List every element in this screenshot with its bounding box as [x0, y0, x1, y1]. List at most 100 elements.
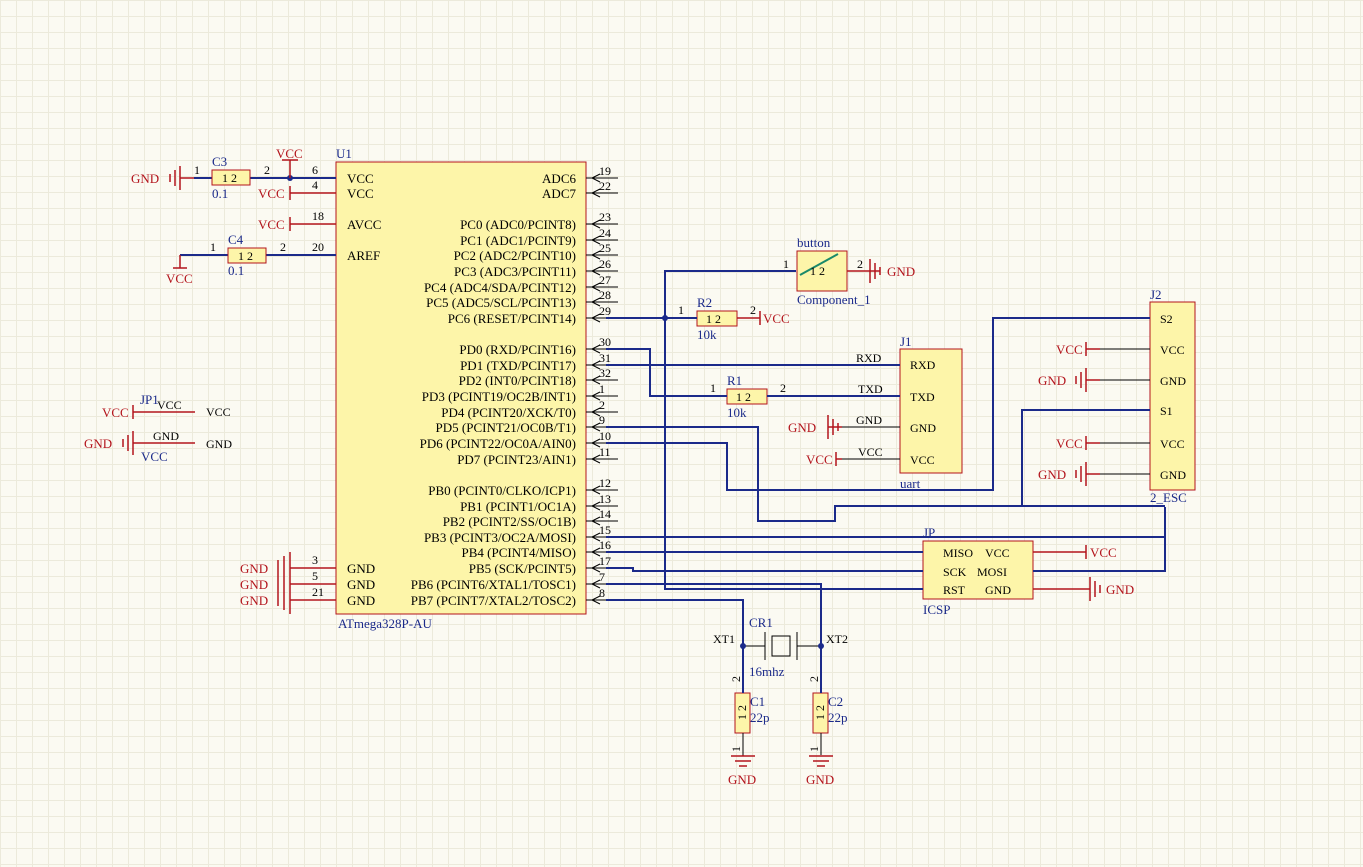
- capacitor-c2[interactable]: 1 2 C2 22p 2 1 GND: [806, 676, 848, 787]
- u1-pin-name: GND: [347, 561, 375, 576]
- u1-pin-name: PC6 (RESET/PCINT14): [448, 311, 576, 326]
- c1-gnd-net: GND: [728, 772, 756, 787]
- u1-pin-arrow: [590, 501, 601, 511]
- u1-pin-number: 22: [599, 179, 611, 193]
- connector-j2-esc[interactable]: J2 2_ESC S2 VCC GND S1 VCC GND VCC GND V…: [1038, 287, 1196, 505]
- u1-pin-number: 4: [312, 178, 318, 192]
- u1-pin-number: 13: [599, 492, 611, 506]
- c1-ref: C1: [750, 694, 765, 709]
- c1-pin2: 2: [729, 676, 743, 682]
- c4-value: 0.1: [228, 263, 244, 278]
- connector-jp1[interactable]: JP1 VCC VCC VCC GND GND GND VCC: [84, 392, 232, 464]
- u1-pin-number: 19: [599, 164, 611, 178]
- capacitor-c1[interactable]: 1 2 C1 22p 2 1 GND: [728, 676, 770, 787]
- c4-pin1: 1: [210, 240, 216, 254]
- u1-pin-number: 14: [599, 507, 611, 521]
- u1-gnd-net-2: GND: [240, 577, 268, 592]
- icsp-vcc: VCC: [985, 546, 1010, 560]
- u1-pin-number: 6: [312, 163, 318, 177]
- jp1-vcc-label: VCC: [157, 398, 182, 412]
- nets-wiring: [606, 270, 1166, 693]
- j2-pin-vcc2: VCC: [1160, 437, 1185, 451]
- u1-pin-arrow: [590, 375, 601, 385]
- c2-gnd-net: GND: [806, 772, 834, 787]
- r1-value: 10k: [727, 405, 747, 420]
- u1-designator: U1: [336, 146, 352, 161]
- j2-vcc-net-2: VCC: [1056, 436, 1083, 451]
- r1-inner: 1 2: [736, 390, 751, 404]
- u1-pin-number: 23: [599, 210, 611, 224]
- c4-vcc-net: VCC: [166, 271, 193, 286]
- c3-pin2: 2: [264, 163, 270, 177]
- c1-pin1: 1: [729, 746, 743, 752]
- j2-pin-s2: S2: [1160, 312, 1173, 326]
- capacitor-c4[interactable]: 1 2 C4 0.1 1 2 VCC: [166, 232, 336, 286]
- icsp-value: ICSP: [923, 602, 950, 617]
- j1-gnd-net: GND: [788, 420, 816, 435]
- u1-pin-name: PD3 (PCINT19/OC2B/INT1): [422, 389, 576, 404]
- u1-pin-name: ADC6: [542, 171, 576, 186]
- u1-pin-name: GND: [347, 577, 375, 592]
- j2-pin-gnd1: GND: [1160, 374, 1186, 388]
- u1-pin-arrow: [590, 297, 601, 307]
- j1-pin-rxd: RXD: [910, 358, 936, 372]
- icsp-miso: MISO: [943, 546, 973, 560]
- u1-pin-name: PD4 (PCINT20/XCK/T0): [441, 405, 576, 420]
- u1-pin-number: 10: [599, 429, 611, 443]
- u1-pin-number: 26: [599, 257, 611, 271]
- c4-ref: C4: [228, 232, 244, 247]
- u1-pin-number: 5: [312, 569, 318, 583]
- button-ref: button: [797, 235, 831, 250]
- u1-pin-number: 16: [599, 538, 611, 552]
- u1-pin-arrow: [590, 579, 601, 589]
- r1-ref: R1: [727, 373, 742, 388]
- u1-pin-number: 11: [599, 445, 611, 459]
- txd-label: TXD: [858, 382, 883, 396]
- c2-pin1: 1: [807, 746, 821, 752]
- c2-inner: 1 2: [813, 705, 827, 720]
- u1-pin-number: 29: [599, 304, 611, 318]
- button-inner: 1 2: [810, 264, 825, 278]
- button-pin1: 1: [783, 257, 789, 271]
- button-switch[interactable]: button 1 2 Component_1 1 2 GND: [783, 235, 915, 307]
- u1-pin4-vcc-net: VCC: [258, 186, 285, 201]
- icsp-gnd: GND: [985, 583, 1011, 597]
- c3-pin1: 1: [194, 163, 200, 177]
- u1-pin-arrow: [590, 485, 601, 495]
- u1-pin-arrow: [590, 454, 601, 464]
- icsp-mosi: MOSI: [977, 565, 1007, 579]
- u1-pin-number: 9: [599, 413, 605, 427]
- u1-pin-name: PB7 (PCINT7/XTAL2/TOSC2): [411, 593, 576, 608]
- u1-pin-name: PC4 (ADC4/SDA/PCINT12): [424, 280, 576, 295]
- capacitor-c3[interactable]: 1 2 C3 0.1 1 2 VCC GND VCC VCC: [131, 146, 336, 232]
- crystal-value: 16mhz: [749, 664, 785, 679]
- j1-vcc-net: VCC: [806, 452, 833, 467]
- u1-pin-name: PD2 (INT0/PCINT18): [459, 373, 576, 388]
- crystal-cr1[interactable]: CR1 16mhz XT1 XT2: [713, 615, 848, 679]
- r2-vcc-net: VCC: [763, 311, 790, 326]
- r2-inner: 1 2: [706, 312, 721, 326]
- r1-pin2: 2: [780, 381, 786, 395]
- u1-pin-number: 27: [599, 273, 611, 287]
- resistor-r2[interactable]: 1 2 R2 10k 1 2 VCC: [678, 295, 790, 342]
- c2-ref: C2: [828, 694, 843, 709]
- u1-pin-number: 25: [599, 241, 611, 255]
- u1-microcontroller[interactable]: U1 ATmega328P-AU 6VCC4VCC18AVCC20AREF3GN…: [312, 146, 618, 631]
- u1-pin-name: PC2 (ADC2/PCINT10): [454, 248, 576, 263]
- r1-pin1: 1: [710, 381, 716, 395]
- u1-pin-arrow: [590, 250, 601, 260]
- u1-pin-arrow: [590, 438, 601, 448]
- u1-pin-name: AREF: [347, 248, 380, 263]
- j1-vcc-label: VCC: [858, 445, 883, 459]
- u1-pin-name: PC1 (ADC1/PCINT9): [460, 233, 576, 248]
- u1-pin-name: PD6 (PCINT22/OC0A/AIN0): [420, 436, 576, 451]
- u1-pin-name: PD0 (RXD/PCINT16): [459, 342, 576, 357]
- u1-gnd-symbols: GND GND GND: [240, 552, 336, 614]
- u1-pin-arrow: [590, 235, 601, 245]
- connector-j1-uart[interactable]: J1 uart RXD TXD GND VCC GND VCC GND VCC …: [788, 334, 963, 491]
- r2-value: 10k: [697, 327, 717, 342]
- r2-pin1: 1: [678, 303, 684, 317]
- u1-pin-number: 3: [312, 553, 318, 567]
- u1-pin-name: PC0 (ADC0/PCINT8): [460, 217, 576, 232]
